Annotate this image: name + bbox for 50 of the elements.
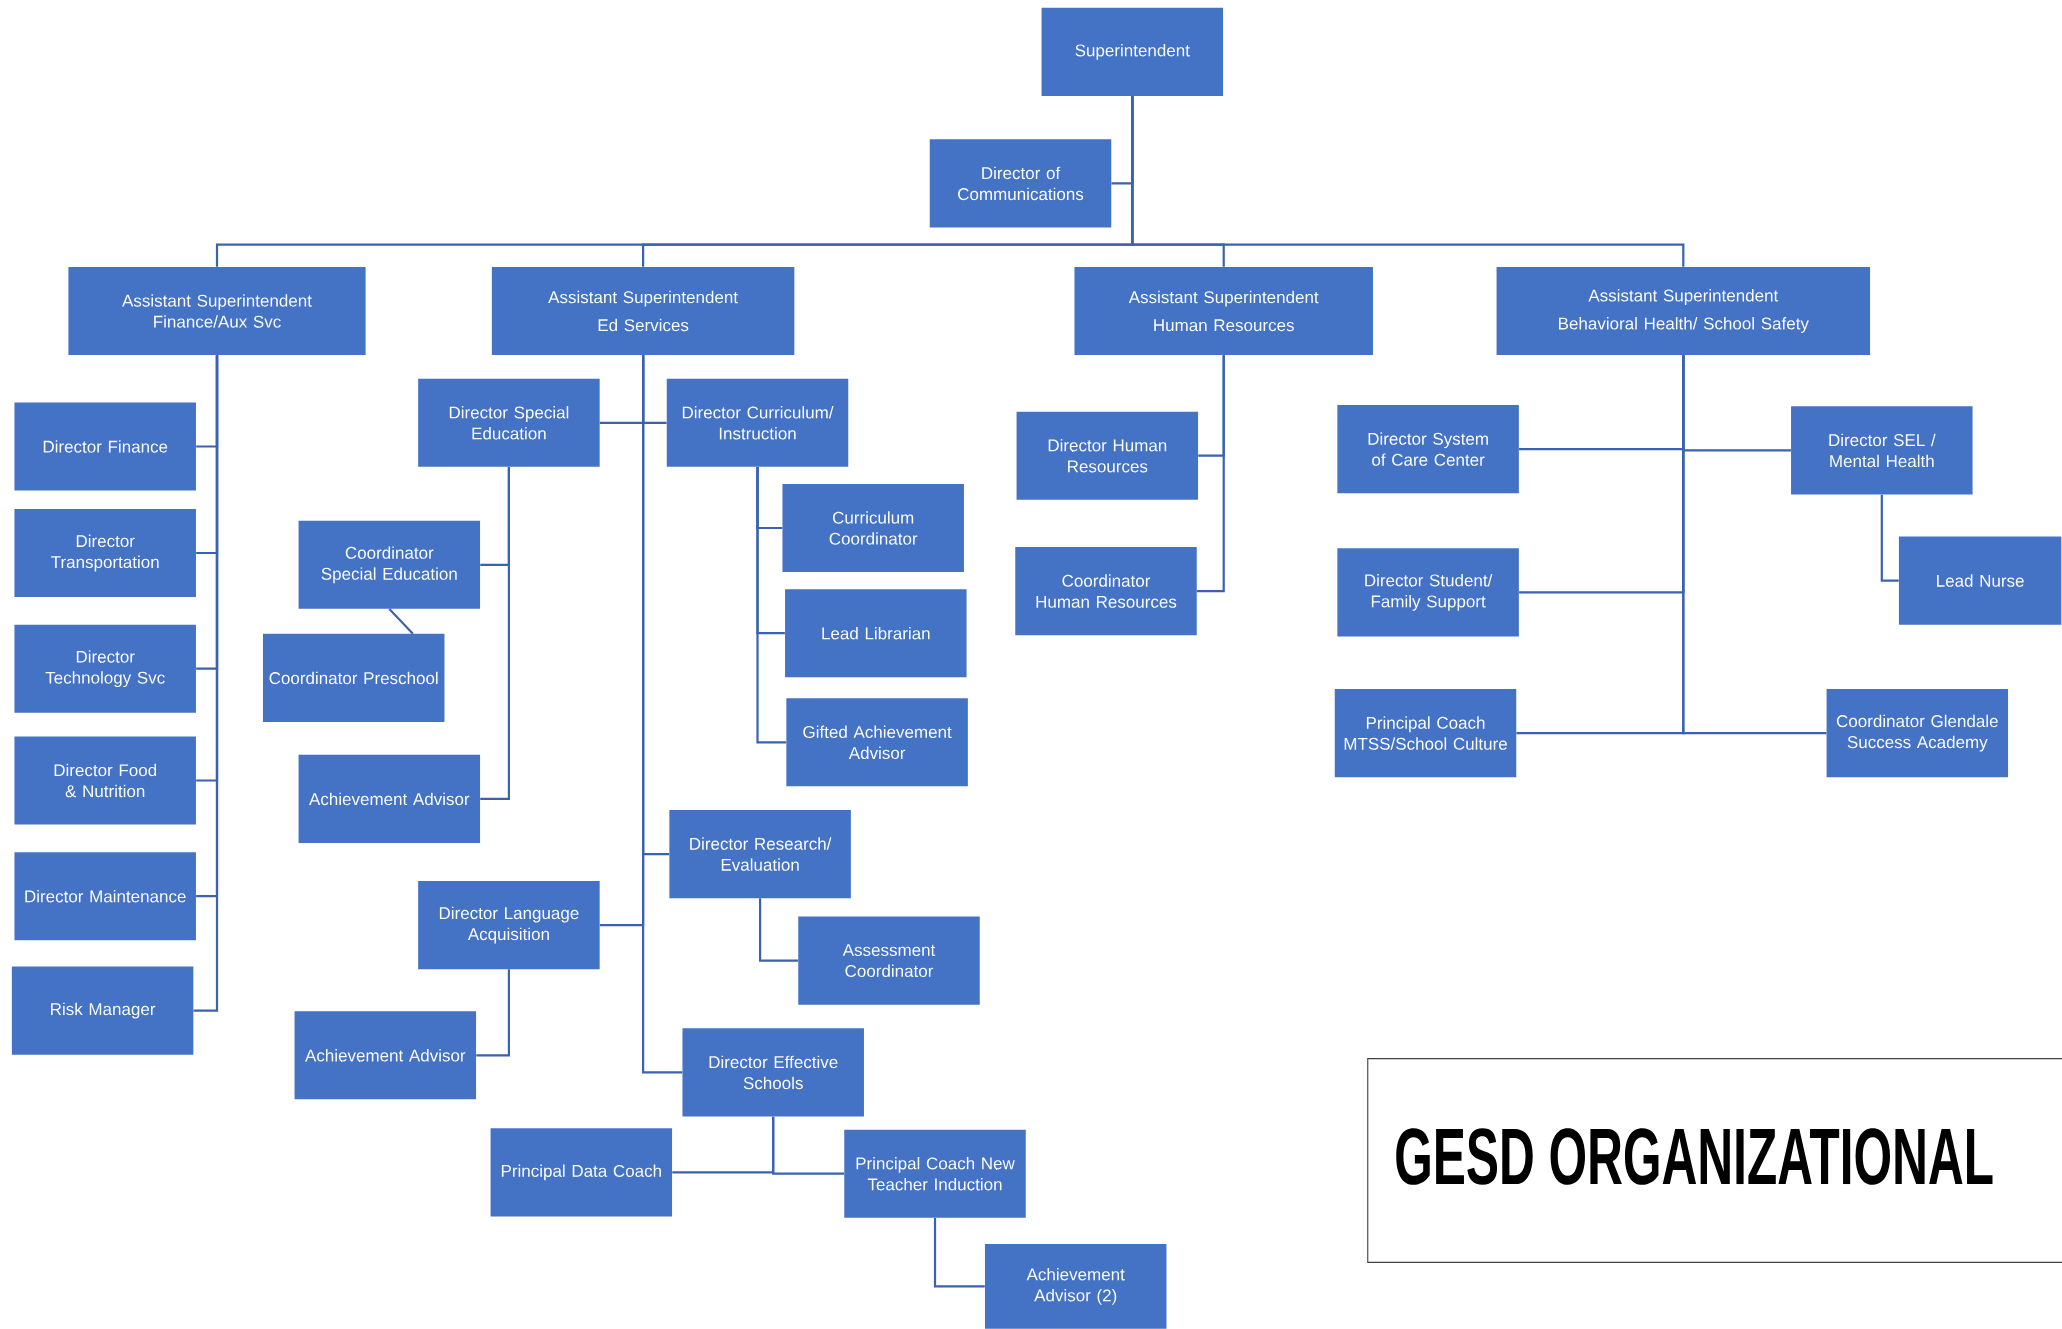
position-box: Principal Coach New Teacher Induction	[844, 1129, 1026, 1218]
position-box: Assistant Superintendent Behavioral Health/ School Safety	[1496, 266, 1871, 356]
position-box: Director System of Care Center	[1337, 405, 1519, 494]
position-box: Director Transportation	[14, 508, 196, 598]
position-box: Director Curriculum/ Instruction	[666, 378, 849, 467]
position-box: Risk Manager	[11, 966, 194, 1055]
position-box: Assessment Coordinator	[798, 916, 980, 1005]
connector-line	[480, 467, 510, 800]
position-box: Principal Data Coach	[490, 1128, 673, 1217]
position-box: Coordinator Human Resources	[1015, 547, 1197, 636]
position-box: Coordinator Preschool	[262, 633, 445, 722]
position-box: Director SEL / Mental Health	[1791, 406, 1973, 495]
position-box: Gifted Achievement Advisor	[786, 698, 968, 787]
connector-line	[1131, 96, 1685, 267]
connector-line	[193, 355, 219, 1012]
position-box: Director of Communications	[929, 139, 1112, 228]
position-box: Principal Coach MTSS/School Culture	[1334, 689, 1517, 778]
connector-line	[772, 1116, 845, 1175]
position-box: Superintendent	[1041, 7, 1224, 96]
connector-line	[1880, 494, 1899, 582]
position-box: Director Food & Nutrition	[14, 736, 196, 825]
connector-line	[756, 467, 787, 744]
connector-line	[1196, 355, 1225, 593]
connector-line	[933, 1217, 985, 1288]
position-box: Achievement Advisor (2)	[984, 1244, 1167, 1329]
position-box: Lead Nurse	[1898, 536, 2062, 625]
position-box: Curriculum Coordinator	[782, 483, 964, 573]
title-banner: GESD ORGANIZATIONAL	[1367, 1058, 2062, 1263]
position-box: Director Technology Svc	[14, 624, 196, 713]
connector-line	[1682, 355, 1827, 735]
position-box: Achievement Advisor	[294, 1011, 477, 1100]
position-box: Director Language Acquisition	[418, 881, 600, 970]
position-box: Director Human Resources	[1016, 411, 1199, 500]
connector-line	[476, 969, 510, 1057]
connector-line	[388, 608, 414, 635]
position-box: Director Research/ Evaluation	[669, 810, 851, 899]
position-box: Director Effective Schools	[682, 1028, 864, 1117]
position-box: Assistant Superintendent Human Resources	[1074, 266, 1373, 356]
connector-line	[759, 898, 799, 962]
position-box: Assistant Superintendent Finance/Aux Svc	[68, 266, 366, 356]
position-box: Coordinator Special Education	[298, 520, 481, 609]
position-box: Director Finance	[14, 402, 196, 491]
position-box: Director Special Education	[418, 378, 600, 467]
connector-line	[642, 355, 683, 1074]
position-box: Director Maintenance	[14, 852, 196, 941]
position-box: Lead Librarian	[785, 589, 967, 678]
position-box: Achievement Advisor	[298, 754, 481, 843]
position-box: Coordinator Glendale Success Academy	[1826, 689, 2009, 778]
position-box: Director Student/ Family Support	[1337, 548, 1519, 637]
position-box: Assistant Superintendent Ed Services	[491, 266, 795, 356]
